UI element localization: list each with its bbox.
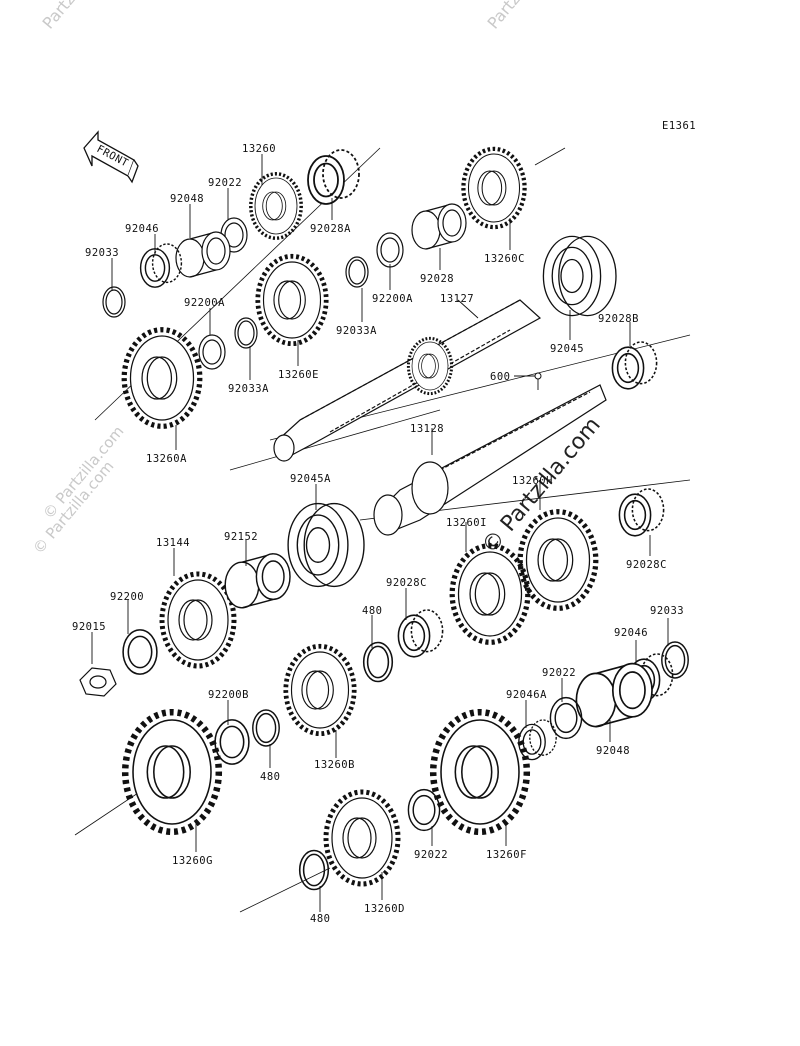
washer-92200A-mid[interactable] bbox=[198, 334, 226, 370]
nut-92015[interactable] bbox=[79, 667, 117, 697]
needle-bearing-92046A[interactable] bbox=[518, 719, 557, 761]
part-label[interactable]: 480 bbox=[362, 605, 382, 617]
watermark-text: Partzilla bbox=[484, 0, 539, 33]
part-label[interactable]: 92033 bbox=[85, 247, 119, 259]
part-label[interactable]: 480 bbox=[310, 913, 330, 925]
part-label[interactable]: 13260I bbox=[446, 517, 487, 529]
leader-lines bbox=[91, 154, 669, 912]
needle-bearing-92028C-right[interactable] bbox=[618, 488, 665, 537]
axis-line bbox=[239, 867, 331, 913]
part-label[interactable]: 13260B bbox=[314, 759, 355, 771]
part-label[interactable]: 13127 bbox=[440, 293, 474, 305]
washer-92200[interactable] bbox=[122, 629, 158, 675]
part-label[interactable]: 13260F bbox=[486, 849, 527, 861]
part-label[interactable]: 92028B bbox=[598, 313, 639, 325]
axis-line bbox=[534, 147, 566, 166]
needle-bearing-92028A[interactable] bbox=[307, 149, 360, 205]
part-label[interactable]: 92045 bbox=[550, 343, 584, 355]
washer-92022-low[interactable] bbox=[407, 788, 441, 832]
watermark-text: Partzilla bbox=[39, 0, 94, 33]
gear-13260I[interactable] bbox=[452, 546, 528, 643]
circlip-92033A-top[interactable] bbox=[345, 256, 369, 288]
collar-92152[interactable] bbox=[224, 553, 291, 609]
part-label[interactable]: 13144 bbox=[156, 537, 190, 549]
part-label[interactable]: 92015 bbox=[72, 621, 106, 633]
part-label[interactable]: 92200 bbox=[110, 591, 144, 603]
circlip-480-left[interactable] bbox=[252, 709, 280, 747]
part-label[interactable]: 92022 bbox=[208, 177, 242, 189]
bushing-92028[interactable] bbox=[411, 203, 467, 250]
gear-13260D[interactable] bbox=[326, 792, 398, 884]
part-label[interactable]: 92033 bbox=[650, 605, 684, 617]
part-label[interactable]: 13260C bbox=[484, 253, 525, 265]
part-label[interactable]: 92028A bbox=[310, 223, 351, 235]
part-label[interactable]: 92022 bbox=[414, 849, 448, 861]
gear-13260E[interactable] bbox=[258, 256, 326, 343]
part-label[interactable]: 13260E bbox=[278, 369, 319, 381]
part-label[interactable]: 13260G bbox=[172, 855, 213, 867]
part-label[interactable]: 13260 bbox=[242, 143, 276, 155]
part-label[interactable]: 92046 bbox=[614, 627, 648, 639]
part-label[interactable]: 92048 bbox=[170, 193, 204, 205]
part-label[interactable]: 92046 bbox=[125, 223, 159, 235]
needle-bearing-92028C-mid[interactable] bbox=[397, 609, 444, 658]
ball-bearing-92045[interactable] bbox=[542, 235, 617, 317]
part-label[interactable]: 92152 bbox=[224, 531, 258, 543]
part-label[interactable]: 480 bbox=[260, 771, 280, 783]
shaft-13127[interactable] bbox=[273, 299, 542, 462]
part-label[interactable]: 92048 bbox=[596, 745, 630, 757]
circlip-92033-top[interactable] bbox=[102, 286, 126, 318]
part-label[interactable]: 92200A bbox=[372, 293, 413, 305]
part-label[interactable]: 92200B bbox=[208, 689, 249, 701]
part-label[interactable]: 92028C bbox=[626, 559, 667, 571]
gear-13260B[interactable] bbox=[286, 646, 354, 733]
circlip-480-low[interactable] bbox=[298, 849, 330, 891]
part-label[interactable]: 92028 bbox=[420, 273, 454, 285]
part-label[interactable]: 13260D bbox=[364, 903, 405, 915]
ball-bearing-92045A[interactable] bbox=[287, 502, 365, 588]
bushing-92048-top[interactable] bbox=[175, 231, 231, 278]
gear-13260A[interactable] bbox=[124, 330, 200, 427]
front-arrow-icon: FRONT bbox=[83, 130, 139, 184]
part-label[interactable]: 13128 bbox=[410, 423, 444, 435]
bushing-92048-right[interactable] bbox=[575, 662, 653, 728]
needle-bearing-92028B[interactable] bbox=[611, 341, 658, 390]
part-label[interactable]: 92033A bbox=[336, 325, 377, 337]
part-label[interactable]: 13260A bbox=[146, 453, 187, 465]
part-label[interactable]: 92022 bbox=[542, 667, 576, 679]
part-label[interactable]: 92046A bbox=[506, 689, 547, 701]
part-label[interactable]: 600 bbox=[490, 371, 510, 383]
reference-dot bbox=[534, 372, 542, 380]
circlip-480-mid[interactable] bbox=[362, 641, 394, 683]
circlip-92033A-mid[interactable] bbox=[234, 317, 258, 349]
needle-bearing-92046-top[interactable] bbox=[139, 243, 183, 288]
gear-13260C[interactable] bbox=[463, 149, 524, 227]
shaft-13128[interactable] bbox=[373, 384, 607, 536]
part-label[interactable]: 92033A bbox=[228, 383, 269, 395]
gear-13260[interactable] bbox=[249, 172, 303, 240]
part-label[interactable]: 92200A bbox=[184, 297, 225, 309]
axis-line bbox=[229, 409, 441, 471]
sprocket-13144[interactable] bbox=[162, 574, 234, 666]
diagram-code: E1361 bbox=[662, 120, 696, 132]
gear-13260H[interactable] bbox=[520, 512, 596, 609]
circlip-92033-right[interactable] bbox=[661, 641, 689, 679]
part-label[interactable]: 13260H bbox=[512, 475, 553, 487]
gear-13260G[interactable] bbox=[125, 712, 219, 832]
part-label[interactable]: 92045A bbox=[290, 473, 331, 485]
part-label[interactable]: 92028C bbox=[386, 577, 427, 589]
gear-13260F[interactable] bbox=[433, 712, 527, 832]
washer-92200A-top[interactable] bbox=[376, 232, 404, 268]
washer-92022-right[interactable] bbox=[549, 696, 583, 740]
